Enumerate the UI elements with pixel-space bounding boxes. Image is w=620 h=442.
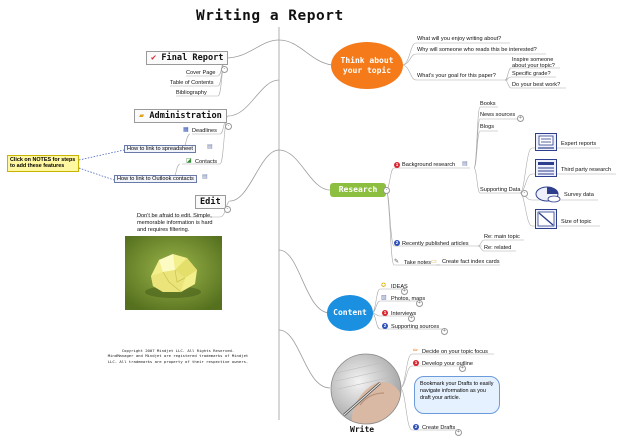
supporting-item[interactable]: Expert reports [561, 141, 597, 147]
content-item[interactable]: Interviews [391, 311, 417, 317]
priority-1-icon: 1 [394, 162, 400, 168]
pencil-icon: ✏ [413, 348, 419, 354]
spreadsheet-icon: ▤ [207, 144, 213, 150]
pen-icon: ✎ [394, 259, 400, 265]
crumpled-paper-image [125, 236, 222, 310]
expand-icon[interactable]: + [459, 365, 466, 372]
final-report-item[interactable]: Cover Page [186, 70, 216, 76]
priority-2-icon: 2 [382, 323, 388, 329]
background-item[interactable]: News sources [480, 112, 516, 118]
priority-2-icon: 2 [413, 424, 419, 430]
recent-item[interactable]: Re: main topic [484, 234, 520, 240]
page-title: Writing a Report [196, 8, 344, 24]
expand-icon[interactable]: + [408, 315, 415, 322]
expand-icon[interactable]: - [224, 206, 231, 213]
note-arrow-spreadsheet [78, 149, 125, 161]
background-research-label[interactable]: Background research [402, 162, 456, 168]
expand-icon[interactable]: - [521, 190, 528, 197]
think-question[interactable]: What's your goal for this paper? [417, 73, 496, 79]
copyright-text: Copyright 2007 Mindjet LLC. All Rights R… [107, 348, 249, 364]
writing-hand-image [330, 353, 402, 425]
administration-topic[interactable]: ▰ Administration [134, 109, 227, 123]
expand-icon[interactable]: - [221, 66, 228, 73]
deadlines-label[interactable]: Deadlines [192, 128, 217, 134]
priority-1-icon: 1 [413, 360, 419, 366]
final-report-item[interactable]: Table of Contents [170, 80, 214, 86]
think-question[interactable]: Why will someone who reads this be inter… [417, 47, 537, 53]
note-arrow-outlook [78, 167, 115, 181]
take-notes-label[interactable]: Take notes [404, 260, 432, 266]
branch-final [224, 39, 280, 59]
third-party-research-icon [535, 159, 557, 177]
supporting-data-label[interactable]: Supporting Data [480, 187, 521, 193]
write-item[interactable]: Decide on your topic focus [422, 349, 488, 355]
folder-icon: ▰ [139, 111, 145, 121]
expand-icon[interactable]: + [517, 115, 524, 122]
research-topic[interactable]: Research [330, 183, 386, 197]
final-report-item[interactable]: Bibliography [176, 90, 207, 96]
recent-item[interactable]: Re: related [484, 245, 512, 251]
branch-edit [229, 149, 280, 202]
contacts-label[interactable]: Contacts [195, 159, 218, 165]
index-card-icon: ▭ [431, 259, 437, 265]
edit-topic[interactable]: Edit [195, 195, 226, 209]
branch-admin [227, 79, 280, 117]
expand-icon[interactable]: - [225, 123, 232, 130]
priority-1-icon: 1 [382, 310, 388, 316]
content-item[interactable]: IDEAS [391, 284, 408, 290]
notes-item[interactable]: Create fact index cards [442, 259, 500, 265]
branch-think [278, 39, 333, 66]
content-item[interactable]: Photos, maps [391, 296, 426, 302]
supporting-item[interactable]: Size of topic [561, 219, 592, 225]
write-topic-label[interactable]: Write [350, 425, 375, 434]
expert-reports-icon [535, 133, 557, 151]
expand-icon[interactable]: + [441, 328, 448, 335]
branch-write [278, 329, 331, 389]
priority-2-icon: 2 [394, 240, 400, 246]
final-report-label: Final Report [161, 53, 224, 63]
write-item[interactable]: Create Drafts [422, 425, 456, 431]
content-item[interactable]: Supporting sources [391, 324, 440, 330]
expand-icon[interactable]: + [401, 288, 408, 295]
recent-articles-label[interactable]: Recently published articles [402, 241, 469, 247]
content-topic[interactable]: Content [327, 295, 373, 331]
write-item[interactable]: Develop your outline [422, 361, 473, 367]
expand-icon[interactable]: + [416, 300, 423, 307]
lightbulb-icon: ✪ [381, 283, 387, 289]
notes-doc-icon: ▤ [462, 161, 468, 167]
checkmark-icon: ✔ [151, 53, 157, 63]
link-outlook-button[interactable]: How to link to Outlook contacts [114, 175, 197, 183]
background-item[interactable]: Books [480, 101, 496, 107]
calendar-icon: ▦ [183, 127, 189, 133]
survey-data-icon [535, 186, 561, 203]
branch-content [278, 249, 331, 314]
administration-label: Administration [149, 111, 222, 121]
contacts-icon: ◪ [186, 158, 192, 164]
edit-note-line: Don't be afraid to edit. Simple, [137, 213, 212, 219]
edit-note-line: and requires filtering. [137, 227, 190, 233]
final-report-topic[interactable]: ✔ Final Report [146, 51, 229, 65]
expand-icon[interactable]: - [383, 187, 390, 194]
drafts-callout: Bookmark your Drafts to easily navigate … [414, 376, 500, 414]
outlook-icon: ▤ [202, 174, 208, 180]
background-item[interactable]: Blogs [480, 124, 494, 130]
expand-icon[interactable]: + [455, 429, 462, 436]
goal-item[interactable]: Specific grade? [512, 71, 551, 77]
edit-note-line: memorable information is hard [137, 220, 213, 226]
photos-icon: ▧ [381, 295, 387, 301]
link-spreadsheet-button[interactable]: How to link to spreadsheet [124, 145, 196, 153]
goal-item[interactable]: Inspire someone about your topic? [512, 57, 555, 70]
think-question[interactable]: What will you enjoy writing about? [417, 36, 502, 42]
goal-item[interactable]: Do your best work? [512, 82, 561, 88]
notes-callout[interactable]: Click on NOTES for steps to add these fe… [7, 155, 79, 172]
supporting-item[interactable]: Third party research [561, 167, 612, 173]
supporting-item[interactable]: Survey data [564, 192, 594, 198]
branch-research [278, 149, 331, 191]
size-of-topic-icon [535, 209, 557, 229]
